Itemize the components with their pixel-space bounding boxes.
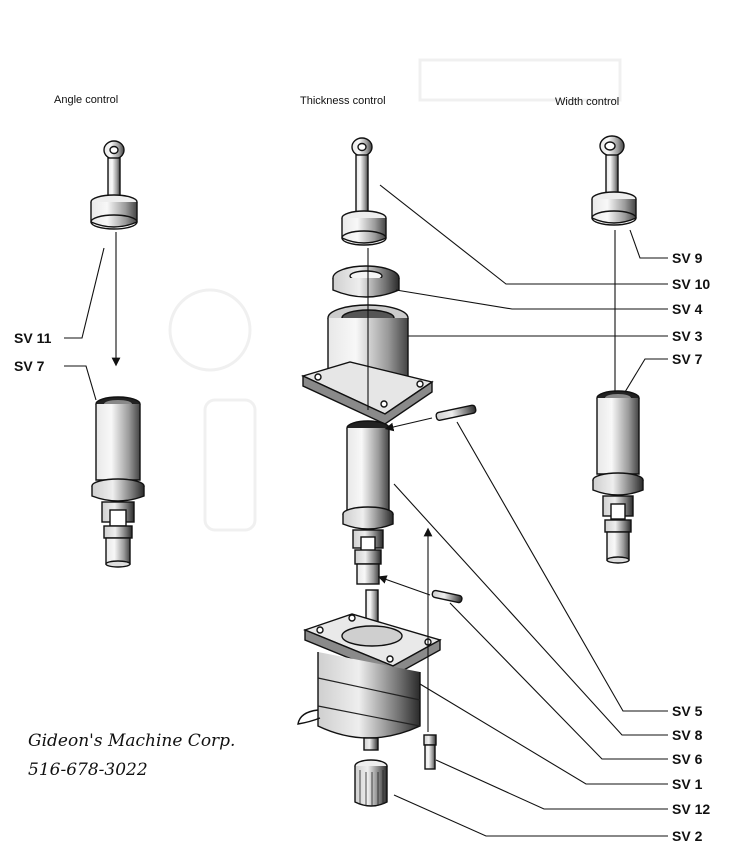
- part-label-sv10: SV 10: [672, 276, 710, 292]
- thickness-control-heading: Thickness control: [300, 95, 386, 107]
- part-label-sv2: SV 2: [672, 828, 703, 844]
- part-label-sv12: SV 12: [672, 801, 710, 817]
- width-control-heading: Width control: [555, 96, 619, 108]
- part-label-sv4: SV 4: [672, 301, 703, 317]
- part-label-sv5: SV 5: [672, 703, 703, 719]
- part-label-sv9: SV 9: [672, 250, 703, 266]
- part-label-sv11: SV 11: [14, 330, 52, 346]
- part-label-sv7-left: SV 7: [14, 358, 45, 374]
- width-control-assembly: [591, 135, 644, 564]
- part-label-sv7-right: SV 7: [672, 351, 703, 367]
- angle-control-assembly: [90, 140, 145, 568]
- part-label-sv8: SV 8: [672, 727, 703, 743]
- background-ghost-drawing: [168, 58, 622, 532]
- part-label-sv3: SV 3: [672, 328, 703, 344]
- part-label-sv6: SV 6: [672, 751, 703, 767]
- angle-control-heading: Angle control: [54, 94, 118, 106]
- thickness-control-assembly: [297, 137, 477, 807]
- company-phone: 516-678-3022: [28, 760, 148, 780]
- part-label-sv1: SV 1: [672, 776, 703, 792]
- company-name: Gideon's Machine Corp.: [28, 731, 235, 751]
- leader-lines: [64, 184, 668, 837]
